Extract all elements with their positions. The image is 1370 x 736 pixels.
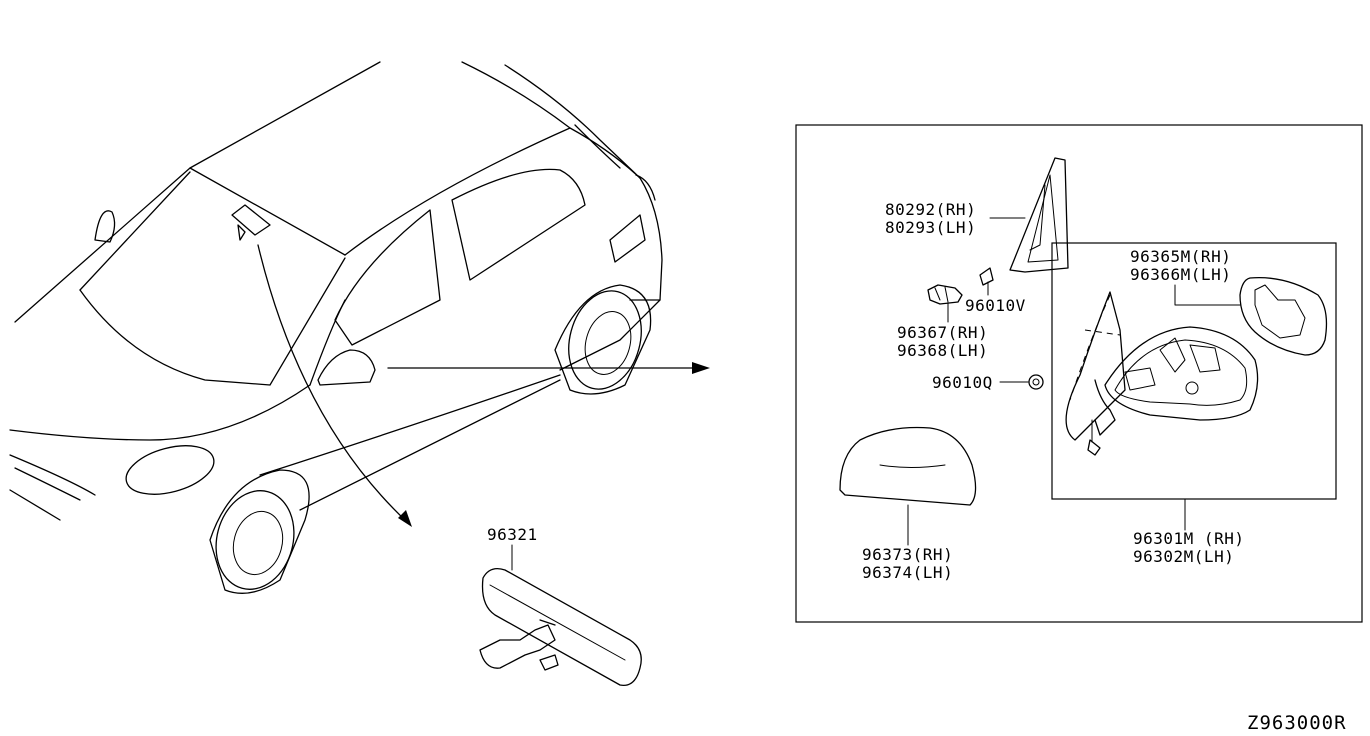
label-assy-rh: 96301M (RH) (1133, 529, 1244, 548)
mirror-cover-part: 96373(RH) 96374(LH) (839, 426, 977, 582)
mirror-housing-part: 96301M (RH) 96302M(LH) (1065, 291, 1259, 566)
label-cover-lh: 96374(LH) (862, 563, 953, 582)
door-mirror-frame (795, 124, 1363, 623)
label-screw-v: 96010V (965, 296, 1026, 315)
label-assy-lh: 96302M(LH) (1133, 547, 1234, 566)
diagram-code: Z963000R (1247, 712, 1347, 734)
mirror-glass-part: 96365M(RH) 96366M(LH) (1130, 247, 1328, 356)
label-motor-lh: 96368(LH) (897, 341, 988, 360)
label-glass-lh: 96366M(LH) (1130, 265, 1231, 284)
label-patch-lh: 80293(LH) (885, 218, 976, 237)
label-cover-rh: 96373(RH) (862, 545, 953, 564)
label-motor-rh: 96367(RH) (897, 323, 988, 342)
mirror-motor-part: 96367(RH) 96368(LH) 96010V (897, 267, 1026, 360)
label-inner-mirror: 96321 (487, 525, 538, 544)
car-illustration (9, 61, 663, 594)
mirror-assy-subframe (1051, 242, 1337, 500)
callout-arrows (257, 244, 710, 527)
label-nut-q: 96010Q (932, 373, 993, 392)
label-glass-rh: 96365M(RH) (1130, 247, 1231, 266)
nut-part: 96010Q (932, 373, 1044, 392)
label-patch-rh: 80292(RH) (885, 200, 976, 219)
corner-patch-part: 80292(RH) 80293(LH) (885, 157, 1069, 273)
inner-mirror-part: 96321 (479, 525, 642, 687)
